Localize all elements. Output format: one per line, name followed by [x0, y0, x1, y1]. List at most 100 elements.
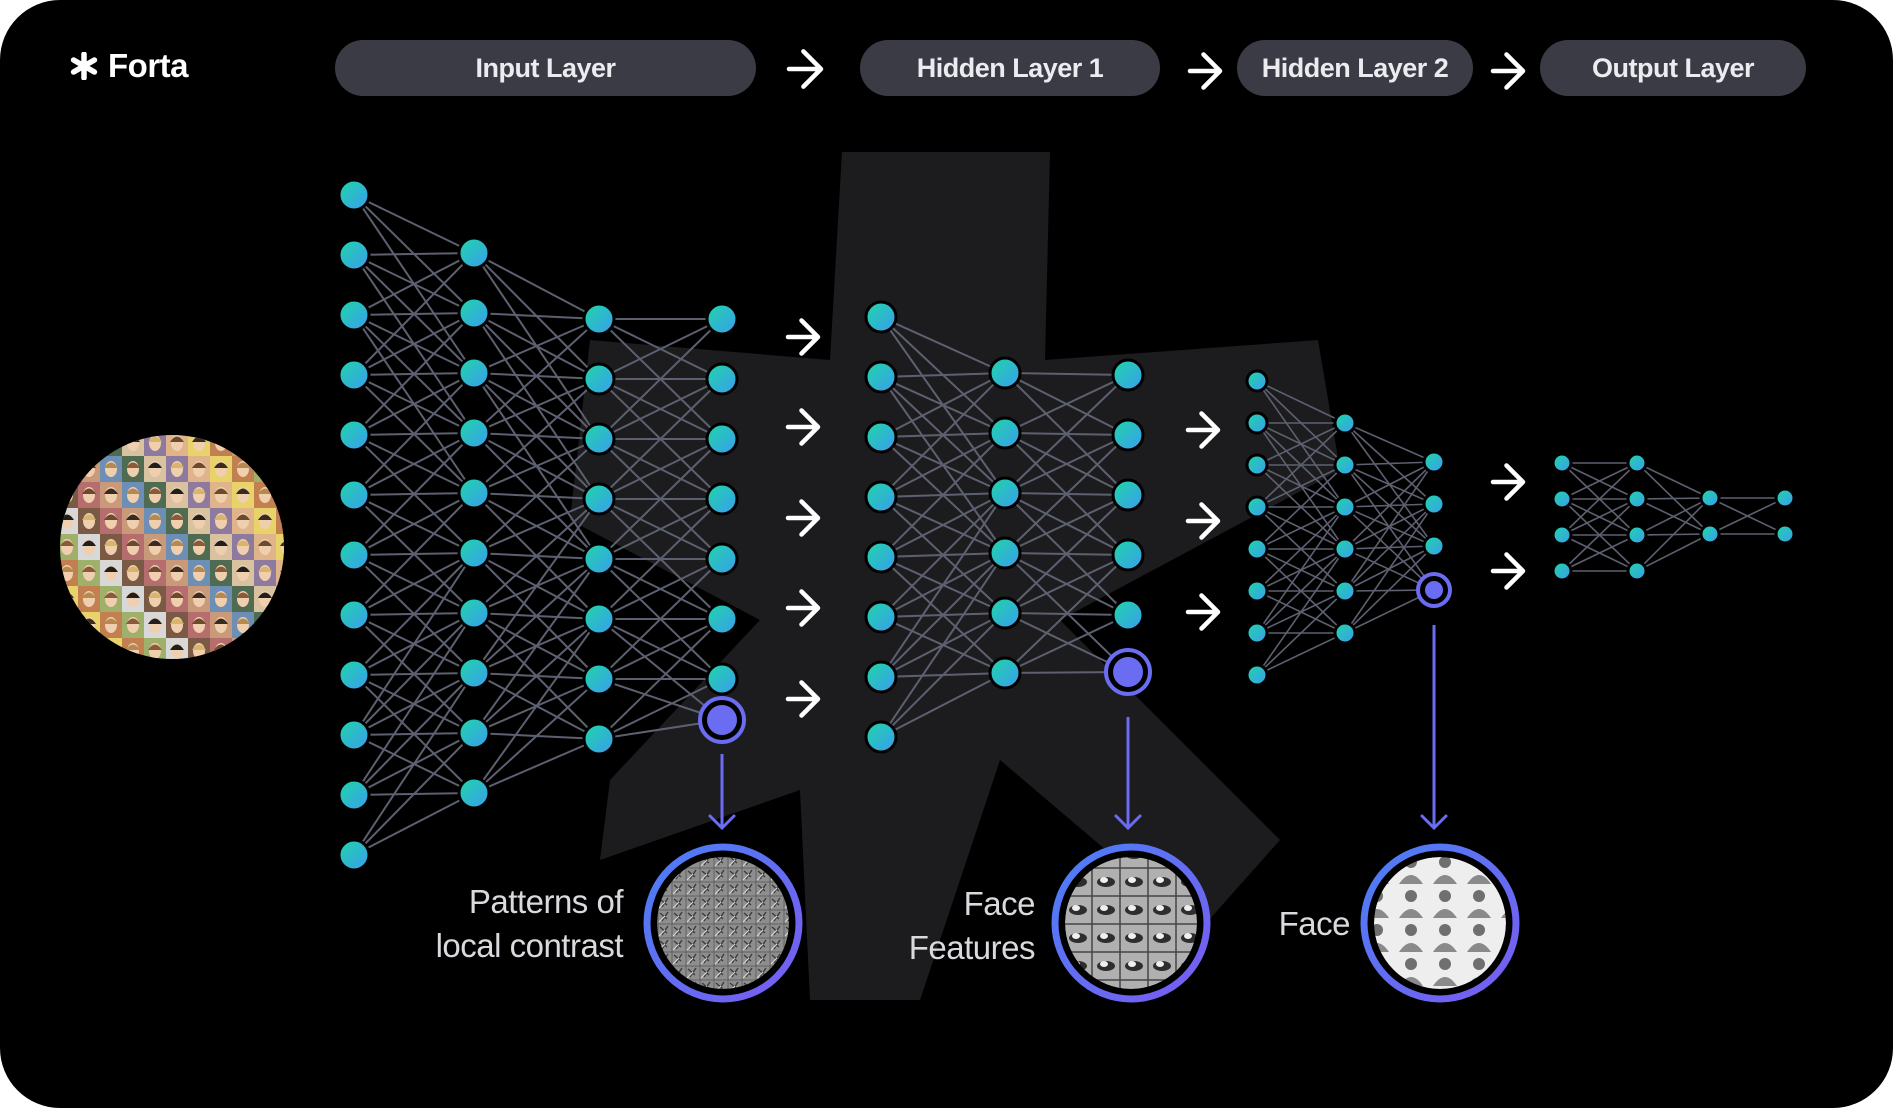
node-circle-icon	[582, 362, 616, 396]
mosaic-face	[259, 669, 271, 685]
mosaic-face	[105, 669, 117, 685]
arrow-right-icon	[785, 499, 821, 537]
edge-line	[1344, 461, 1435, 466]
edge-line	[473, 318, 600, 374]
mosaic-hair	[148, 566, 162, 572]
edge-line	[1344, 461, 1435, 550]
face-mosaic-image	[60, 435, 284, 690]
edge-line	[353, 372, 475, 496]
edge-line	[1256, 464, 1346, 550]
mosaic-tile	[276, 482, 284, 508]
arrow-right-icon	[1187, 52, 1223, 90]
mosaic-face	[105, 643, 117, 659]
edge-line	[1256, 380, 1346, 424]
node-circle-icon	[582, 302, 616, 336]
node-circle-icon	[705, 362, 739, 396]
backdrop-shape	[570, 152, 1340, 1000]
edge-line	[598, 618, 723, 721]
edge-line	[353, 612, 475, 796]
node-circle-icon	[1626, 560, 1648, 582]
mosaic-hair	[214, 488, 228, 494]
arrow-right-icon	[785, 318, 821, 356]
node-circle-icon	[1333, 411, 1357, 435]
node-circle-icon	[582, 542, 616, 576]
mosaic-tile	[254, 638, 276, 659]
edge-line	[1561, 534, 1638, 572]
mosaic-hair	[60, 540, 74, 546]
node-circle-icon	[457, 476, 491, 510]
node-circle-icon	[1422, 534, 1446, 558]
node-circle-icon	[705, 662, 739, 696]
mosaic-hair	[60, 618, 74, 624]
node-circle-icon	[582, 602, 616, 636]
node-circle-icon	[864, 480, 898, 514]
mosaic-tile	[254, 456, 276, 482]
mosaic-tile	[276, 508, 284, 534]
edge-line	[880, 372, 1006, 438]
arrow-down-icon	[708, 814, 736, 831]
node-circle-icon	[337, 838, 371, 872]
mosaic-hair	[60, 566, 74, 572]
node-circle-icon	[1626, 488, 1648, 510]
edge-line	[353, 372, 475, 436]
mosaic-hair	[170, 618, 184, 624]
node-circle-icon	[337, 298, 371, 332]
edge-line	[598, 438, 723, 500]
mosaic-hair	[104, 671, 118, 677]
mosaic-hair	[82, 488, 96, 494]
edge-line	[473, 312, 600, 320]
mosaic-face	[215, 435, 227, 451]
mosaic-tile	[78, 612, 100, 638]
pill-input-layer: Input Layer	[335, 40, 756, 96]
node-circle-icon	[1551, 488, 1573, 510]
node-circle-icon	[457, 416, 491, 450]
arrow-right-icon	[1490, 52, 1526, 90]
mosaic-face	[281, 487, 284, 503]
edge-line	[1344, 503, 1435, 592]
mosaic-tile	[188, 664, 210, 690]
edge-line	[1344, 461, 1435, 508]
node-circle-icon	[1774, 487, 1796, 509]
mosaic-face	[281, 435, 284, 451]
node-circle-icon	[1245, 663, 1269, 687]
edge-line	[1256, 506, 1346, 592]
mosaic-hair	[126, 592, 140, 598]
mosaic-hair	[192, 488, 206, 494]
mosaic-tile	[276, 560, 284, 586]
mosaic-hair	[170, 514, 184, 520]
edge-line	[880, 552, 1006, 678]
mosaic-hair	[214, 592, 228, 598]
edge-line	[1004, 372, 1129, 376]
mosaic-face	[281, 513, 284, 529]
edge-line	[353, 672, 475, 796]
mosaic-hair	[104, 644, 118, 650]
mosaic-face	[281, 643, 284, 659]
edge-line	[880, 672, 1006, 738]
mosaic-hair	[148, 644, 162, 650]
arrow-right-icon	[1490, 552, 1526, 590]
edge-line	[353, 612, 475, 736]
node-circle-icon	[1333, 537, 1357, 561]
node-circle-icon	[582, 662, 616, 696]
flow-arrows	[785, 49, 1526, 718]
node-circle-icon	[864, 300, 898, 334]
mosaic-hair	[170, 566, 184, 572]
edge-line	[598, 378, 723, 440]
mosaic-face	[61, 435, 73, 451]
mosaic-hair	[214, 566, 228, 572]
edge-line	[598, 498, 723, 620]
mosaic-tile	[210, 638, 232, 659]
mosaic-tile	[60, 586, 78, 612]
mosaic-tile	[60, 435, 78, 456]
node-circle-icon	[1245, 369, 1269, 393]
mosaic-hair	[170, 644, 184, 650]
arrow-right-icon	[785, 680, 821, 718]
node-circle-icon	[582, 422, 616, 456]
mosaic-hair	[236, 644, 250, 650]
edge-line	[353, 672, 475, 856]
caption-face: Face	[1240, 902, 1351, 946]
edge-line	[880, 612, 1006, 738]
arrow-right-icon	[1490, 463, 1526, 501]
edge-line	[353, 552, 475, 616]
mosaic-face	[281, 539, 284, 555]
